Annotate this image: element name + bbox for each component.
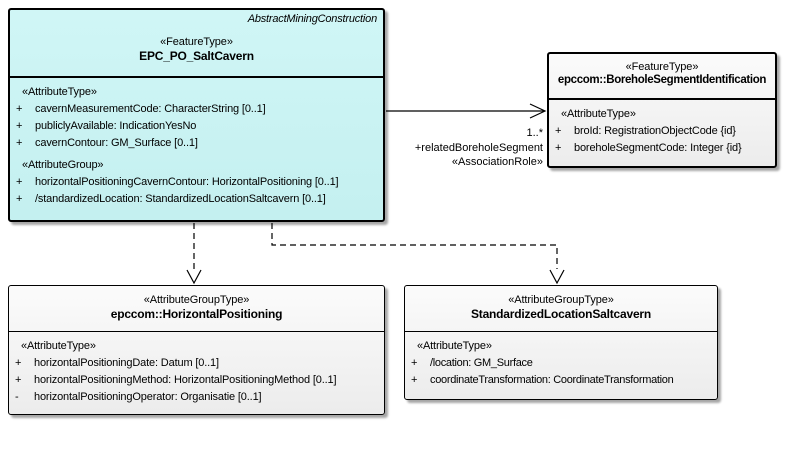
class-box-horizontal-positioning[interactable]: «AttributeGroupType» epccom::HorizontalP…: [8, 285, 385, 415]
attribute-text: horizontalPositioningCavernContour: Hori…: [35, 176, 339, 188]
visibility-marker: +: [16, 137, 23, 149]
open-arrowhead-icon: [186, 269, 202, 285]
class-box-standardized-location-saltcavern[interactable]: «AttributeGroupType» StandardizedLocatio…: [404, 285, 718, 400]
association-connector-related-borehole-segment[interactable]: 1..* +relatedBoreholeSegment «Associatio…: [386, 103, 547, 168]
section-header: «AttributeType»: [22, 86, 97, 98]
visibility-marker: +: [555, 125, 562, 137]
attribute-row: + publiclyAvailable: IndicationYesNo: [10, 118, 383, 135]
attribute-row: + cavernContour: GM_Surface [0..1]: [10, 135, 383, 152]
visibility-marker: +: [555, 142, 562, 154]
visibility-marker: +: [16, 193, 23, 205]
attribute-row: + /standardizedLocation: StandardizedLoc…: [10, 191, 383, 208]
attributes-compartment: «AttributeType» + broId: RegistrationObj…: [549, 100, 775, 157]
attribute-text: broId: RegistrationObjectCode {id}: [574, 125, 736, 137]
visibility-marker: +: [16, 120, 23, 132]
visibility-marker: +: [411, 374, 418, 386]
visibility-marker: -: [15, 391, 19, 403]
attribute-text: /location: GM_Surface: [430, 357, 533, 369]
stereotype-label: «AttributeGroupType»: [143, 294, 250, 306]
attribute-row: + cavernMeasurementCode: CharacterString…: [10, 101, 383, 118]
class-name: StandardizedLocationSaltcavern: [470, 307, 652, 321]
attribute-row: - horizontalPositioningOperator: Organis…: [9, 389, 384, 406]
open-arrowhead-icon: [529, 103, 547, 119]
association-multiplicity-label: 1..*: [526, 127, 543, 139]
attribute-text: horizontalPositioningDate: Datum [0..1]: [34, 357, 219, 369]
association-role-label: +relatedBoreholeSegment: [415, 142, 543, 154]
attribute-row: + horizontalPositioningDate: Datum [0..1…: [9, 355, 384, 372]
stereotype-label: «AttributeGroupType»: [508, 294, 614, 306]
attribute-row: + coordinateTransformation: CoordinateTr…: [405, 372, 717, 389]
visibility-marker: +: [15, 357, 22, 369]
attribute-row: + broId: RegistrationObjectCode {id}: [549, 123, 775, 140]
attribute-row: + horizontalPositioningMethod: Horizonta…: [9, 372, 384, 389]
attribute-text: horizontalPositioningMethod: HorizontalP…: [34, 374, 337, 386]
visibility-marker: +: [411, 357, 418, 369]
section-header: «AttributeType»: [417, 340, 492, 352]
stereotype-label: «FeatureType»: [625, 61, 699, 73]
open-arrowhead-icon: [549, 269, 565, 285]
section-header: «AttributeType»: [21, 340, 96, 352]
dependency-connector-horizontal-positioning[interactable]: [186, 223, 202, 285]
visibility-marker: +: [16, 176, 23, 188]
attributes-compartment: «AttributeType» + horizontalPositioningD…: [9, 332, 384, 406]
attribute-row: + boreholeSegmentCode: Integer {id}: [549, 140, 775, 157]
visibility-marker: +: [16, 103, 23, 115]
attribute-text: cavernContour: GM_Surface [0..1]: [35, 137, 198, 149]
attribute-text: cavernMeasurementCode: CharacterString […: [35, 103, 266, 115]
visibility-marker: +: [15, 374, 22, 386]
parent-class-label: AbstractMiningConstruction: [247, 13, 378, 25]
class-header-compartment: «AttributeGroupType» epccom::HorizontalP…: [9, 286, 384, 332]
attribute-text: boreholeSegmentCode: Integer {id}: [574, 142, 742, 154]
stereotype-label: «FeatureType»: [160, 36, 233, 48]
attributes-compartment: «AttributeType» + cavernMeasurementCode:…: [10, 78, 383, 208]
dependency-connector-standardized-location[interactable]: [271, 223, 565, 285]
class-header-compartment: «AttributeGroupType» StandardizedLocatio…: [405, 286, 717, 332]
attribute-text: /standardizedLocation: StandardizedLocat…: [35, 193, 326, 205]
attribute-text: publiclyAvailable: IndicationYesNo: [35, 120, 197, 132]
class-name: EPC_PO_SaltCavern: [139, 49, 254, 63]
association-stereotype-label: «AssociationRole»: [452, 156, 543, 168]
attribute-text: horizontalPositioningOperator: Organisat…: [34, 391, 262, 403]
attributes-compartment: «AttributeType» + /location: GM_Surface …: [405, 332, 717, 389]
class-header-compartment: AbstractMiningConstruction «FeatureType»…: [10, 10, 383, 78]
attribute-row: + horizontalPositioningCavernContour: Ho…: [10, 174, 383, 191]
section-header: «AttributeGroup»: [22, 159, 104, 171]
class-name: epccom::BoreholeSegmentIdentification: [557, 74, 767, 86]
attribute-text: coordinateTransformation: CoordinateTran…: [430, 374, 674, 386]
class-header-compartment: «FeatureType» epccom::BoreholeSegmentIde…: [549, 54, 775, 100]
class-box-epc-po-saltcavern[interactable]: AbstractMiningConstruction «FeatureType»…: [8, 8, 385, 222]
attribute-row: + /location: GM_Surface: [405, 355, 717, 372]
section-header: «AttributeType»: [561, 108, 636, 120]
class-box-borehole-segment-identification[interactable]: «FeatureType» epccom::BoreholeSegmentIde…: [547, 52, 777, 168]
class-name: epccom::HorizontalPositioning: [110, 307, 283, 321]
